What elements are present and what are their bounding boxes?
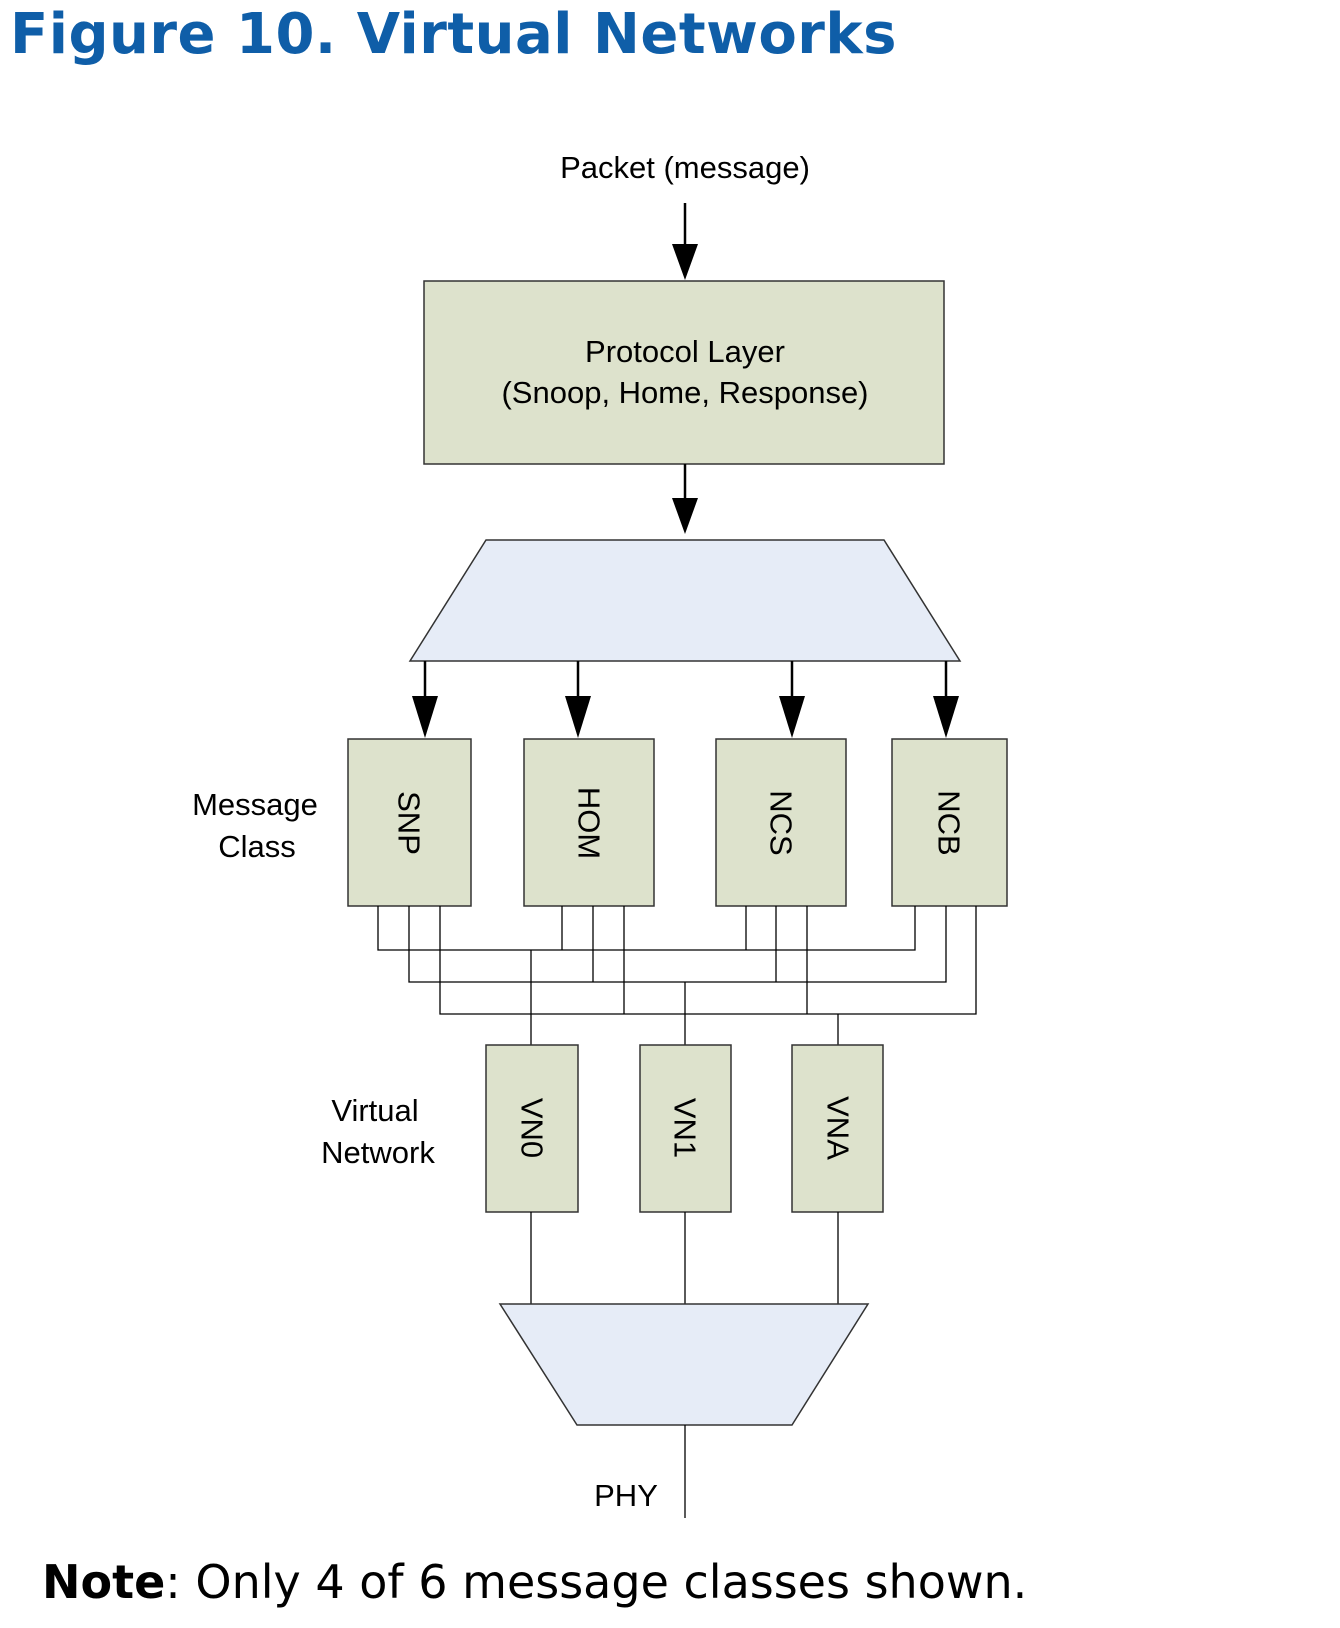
virtual-network-vn1: VN1: [639, 1044, 732, 1213]
virtual-network-vn0: VN0: [485, 1044, 579, 1213]
message-class-ncs-label: NCS: [764, 790, 799, 855]
note-text: : Only 4 of 6 message classes shown.: [165, 1555, 1028, 1609]
message-class-snp: SNP: [347, 738, 472, 907]
virtual-network-vna: VNA: [791, 1044, 884, 1213]
message-class-ncb-label: NCB: [932, 790, 967, 855]
virtual-network-label-line1: Virtual: [331, 1093, 418, 1128]
demux-arrows: [412, 661, 959, 738]
virtual-network-vn0-label: VN0: [515, 1098, 550, 1158]
virtual-network-label-line2: Network: [321, 1135, 435, 1170]
virtual-network-vna-label: VNA: [821, 1096, 856, 1160]
protocol-layer-title: Protocol Layer: [585, 334, 785, 369]
virtual-network-vn1-label: VN1: [668, 1098, 703, 1158]
protocol-layer-box: Protocol Layer (Snoop, Home, Response): [423, 280, 945, 465]
note-bold-label: Note: [42, 1555, 166, 1609]
message-class-ncb: NCB: [891, 738, 1008, 907]
class-to-network-wiring: [377, 906, 977, 1045]
message-class-hom-label: HOM: [572, 787, 607, 859]
message-class-demux: [408, 539, 962, 662]
figure-title: Figure 10. Virtual Networks: [10, 2, 897, 67]
message-class-ncs: NCS: [715, 738, 847, 907]
figure-note: Note: Only 4 of 6 message classes shown.: [42, 1555, 1027, 1609]
phy-label: PHY: [594, 1478, 658, 1513]
message-class-label-line2: Class: [218, 829, 296, 864]
input-label: Packet (message): [560, 150, 810, 185]
protocol-to-demux-arrow: [672, 464, 698, 534]
message-class-snp-label: SNP: [392, 791, 427, 855]
message-class-label-line1: Message: [192, 787, 318, 822]
virtual-network-mux: [498, 1303, 870, 1426]
protocol-layer-subtitle: (Snoop, Home, Response): [501, 375, 868, 410]
network-to-mux-lines: [530, 1212, 839, 1304]
input-arrow: [672, 203, 698, 280]
message-class-hom: HOM: [523, 738, 655, 907]
